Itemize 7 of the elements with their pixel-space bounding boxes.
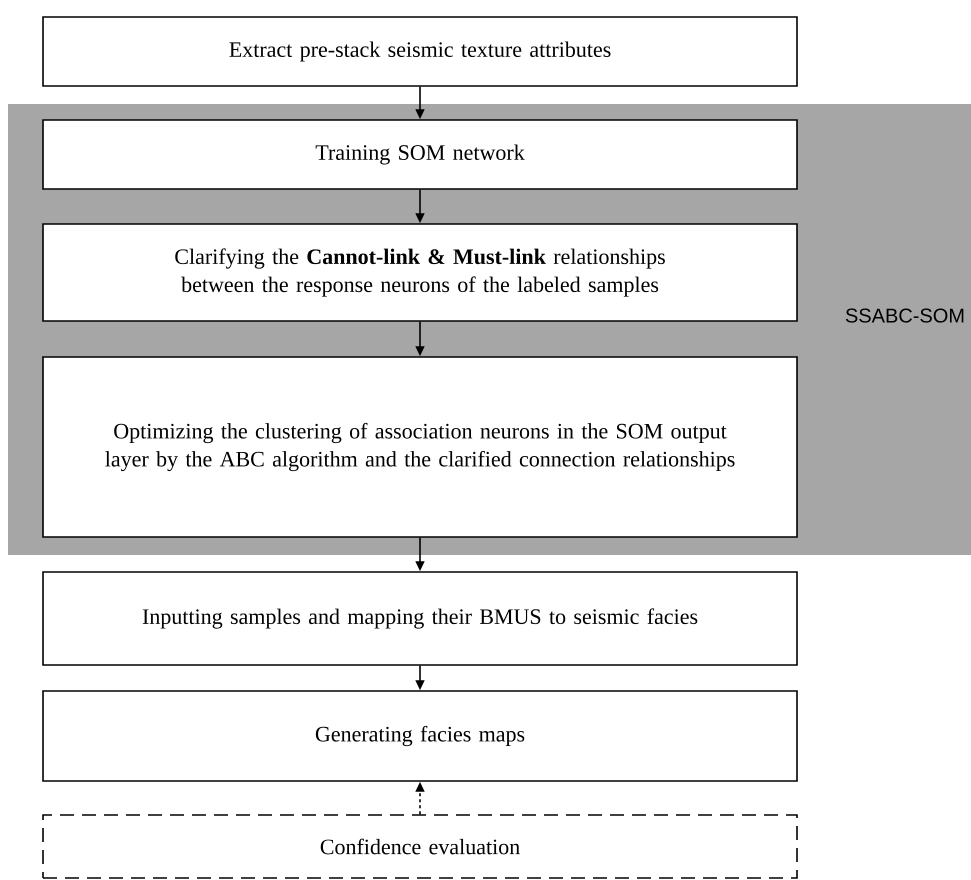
process-box: Inputting samples and mapping their BMUS to seismic facies [42, 571, 798, 666]
process-box: Clarifying the Cannot-link & Must-link relationships between the response neurons of the labeled samples [42, 223, 798, 322]
process-box: Optimizing the clustering of association neurons in the SOM output layer by the ABC algorithm and the clarified connection relationships [42, 356, 798, 538]
dashed-process-box: Confidence evaluation [42, 814, 798, 879]
process-box: Extract pre-stack seismic texture attributes [42, 16, 798, 87]
process-box: Training SOM network [42, 119, 798, 190]
process-box: Generating facies maps [42, 690, 798, 782]
